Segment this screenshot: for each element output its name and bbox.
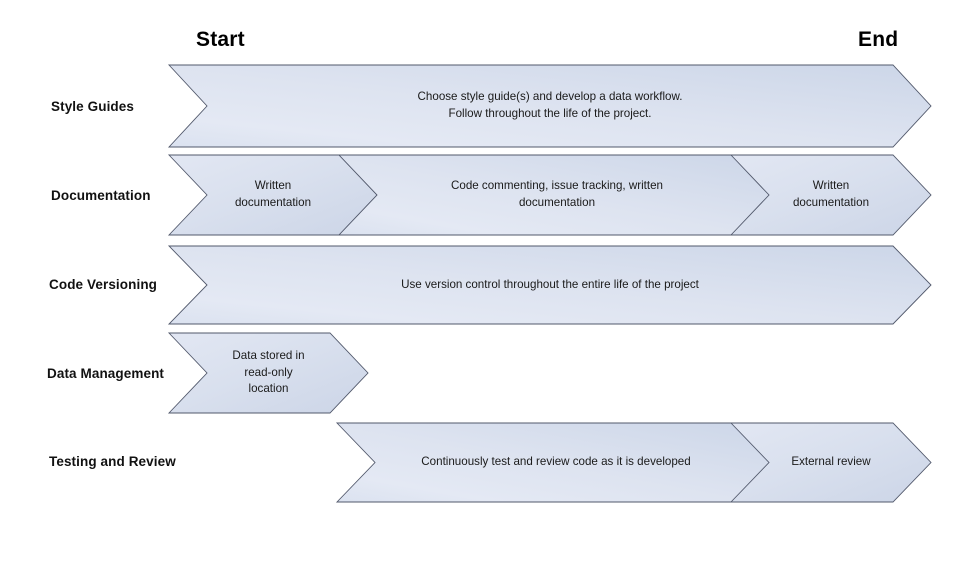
row-label-1: Documentation	[51, 188, 151, 203]
row-label-4: Testing and Review	[49, 454, 176, 469]
chevron-3-0[interactable]	[167, 332, 369, 414]
chevron-1-2[interactable]	[729, 154, 932, 236]
chevron-text-3-0: Data stored in read-only location	[232, 348, 305, 396]
end-label: End	[858, 28, 899, 51]
chevron-0-0[interactable]	[167, 64, 932, 148]
chevron-4-1[interactable]	[729, 422, 932, 503]
chevron-1-0[interactable]	[167, 154, 378, 236]
start-label: Start	[196, 28, 245, 51]
chevron-text-1-2: Written documentation	[792, 179, 870, 209]
chevron-text-2-0: Use version control throughout the entir…	[401, 277, 699, 291]
chevron-text-4-1: External review	[791, 455, 871, 469]
chevron-2-0[interactable]	[167, 245, 932, 325]
chevron-text-4-0: Continuously test and review code as it …	[421, 455, 691, 469]
chevron-text-0-0: Choose style guide(s) and develop a data…	[417, 90, 683, 120]
chevron-text-1-1: Code commenting, issue tracking, written…	[451, 179, 663, 209]
row-label-0: Style Guides	[51, 99, 134, 114]
row-label-3: Data Management	[47, 366, 165, 381]
chevron-4-0[interactable]	[335, 422, 776, 503]
chevron-1-1[interactable]	[337, 154, 776, 236]
row-label-2: Code Versioning	[49, 277, 158, 292]
chevron-text-1-0: Written documentation	[234, 179, 312, 209]
